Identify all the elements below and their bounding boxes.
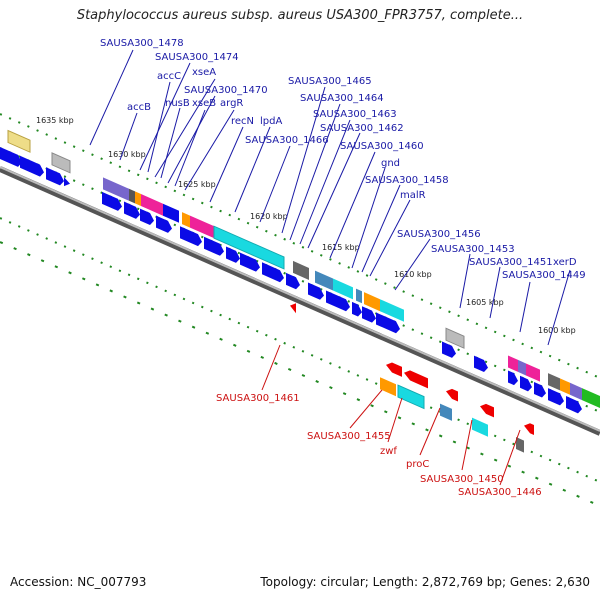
gene-label[interactable]: SAUSA300_1458 [365, 175, 449, 186]
gene-label[interactable]: recN [231, 116, 254, 127]
gene-label[interactable]: gnd [381, 158, 400, 169]
gene-label[interactable]: SAUSA300_1455 [307, 431, 391, 442]
scale-label: 1615 kbp [322, 243, 360, 252]
gene-label[interactable]: SAUSA300_1449 [502, 270, 586, 281]
accession-text: Accession: NC_007793 [10, 575, 147, 589]
feature-blocks [7, 129, 600, 409]
gene-label[interactable]: proC [406, 459, 429, 470]
gene-label[interactable]: SAUSA300_1463 [313, 109, 397, 120]
gene-label[interactable]: SAUSA300_1460 [340, 141, 424, 152]
map-title: Staphylococcus aureus subsp. aureus USA3… [76, 8, 524, 23]
genome-backbone [0, 166, 600, 436]
forward-gene-labels: SAUSA300_1478 SAUSA300_1474 accC xseA ac… [100, 38, 586, 281]
gene-label[interactable]: SAUSA300_1462 [320, 123, 404, 134]
genome-summary-text: Topology: circular; Length: 2,872,769 bp… [260, 575, 590, 589]
gene-label[interactable]: SAUSA300_1465 [288, 76, 372, 87]
gene-label[interactable]: zwf [380, 446, 397, 457]
scale-label: 1625 kbp [178, 180, 216, 189]
gene-label[interactable]: lpdA [260, 116, 282, 127]
leader-lines-reverse [261, 344, 521, 486]
gene-label[interactable]: SAUSA300_1478 [100, 38, 184, 49]
scale-label: 1630 kbp [108, 150, 146, 159]
gene-label[interactable]: SAUSA300_1470 [184, 85, 268, 96]
gene-label[interactable]: nusB [165, 98, 190, 109]
gene-label[interactable]: SAUSA300_1453 [431, 244, 515, 255]
gene-label[interactable]: accC [157, 71, 181, 82]
gene-label[interactable]: SAUSA300_1461 [216, 393, 300, 404]
gene-label[interactable]: SAUSA300_1446 [458, 487, 542, 498]
gene-label[interactable]: SAUSA300_1474 [155, 52, 239, 63]
scale-label: 1610 kbp [394, 270, 432, 279]
gene-label[interactable]: xerD [553, 257, 577, 268]
gene-label[interactable]: SAUSA300_1466 [245, 135, 329, 146]
gene-label[interactable]: SAUSA300_1464 [300, 93, 384, 104]
gene-label[interactable]: SAUSA300_1456 [397, 229, 481, 240]
gene-label[interactable]: SAUSA300_1450 [420, 474, 504, 485]
scale-label: 1600 kbp [538, 326, 576, 335]
gene-label[interactable]: argR [220, 98, 243, 109]
reverse-gene-labels: SAUSA300_1461 SAUSA300_1455 zwf proC SAU… [216, 393, 542, 498]
gene-label[interactable]: SAUSA300_1451 [469, 257, 553, 268]
gene-label[interactable]: accB [127, 102, 151, 113]
scale-label: 1620 kbp [250, 212, 288, 221]
gene-label[interactable]: malR [400, 190, 426, 201]
leader-lines-forward [89, 49, 571, 346]
scale-label: 1605 kbp [466, 298, 504, 307]
scale-label: 1635 kbp [36, 116, 74, 125]
gene-label[interactable]: xseB [192, 98, 216, 109]
gene-label[interactable]: xseA [192, 67, 216, 78]
reverse-gene-arrows [290, 303, 534, 453]
forward-gene-arrows [0, 147, 582, 414]
scale-labels: 1635 kbp 1630 kbp 1625 kbp 1620 kbp 1615… [36, 116, 576, 335]
